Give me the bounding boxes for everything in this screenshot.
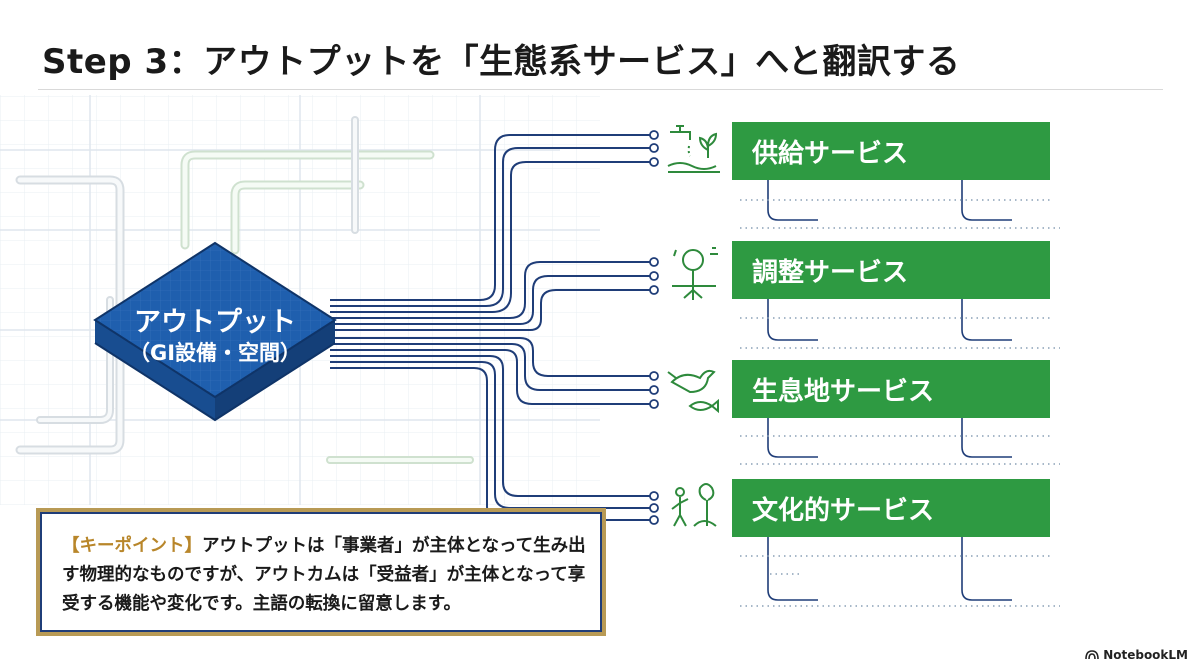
service-label: 生息地サービス bbox=[752, 376, 935, 407]
output-block bbox=[93, 241, 337, 422]
connector-lines bbox=[330, 134, 650, 521]
output-block-title: アウトプット bbox=[134, 307, 296, 338]
faucet-plant-icon bbox=[667, 125, 720, 173]
service-label: 調整サービス bbox=[752, 257, 909, 288]
title-divider bbox=[38, 89, 1163, 90]
service-label: 供給サービス bbox=[752, 138, 909, 169]
notebooklm-branding: NotebookLM bbox=[1085, 648, 1188, 662]
notebooklm-logo-icon bbox=[1085, 650, 1099, 660]
service-label: 文化的サービス bbox=[752, 495, 935, 526]
key-point-heading: 【キーポイント】 bbox=[62, 536, 202, 556]
service-box-cultural: 文化的サービス bbox=[732, 479, 1050, 537]
tree-rain-icon bbox=[672, 247, 718, 300]
key-point-callout: 【キーポイント】アウトプットは「事業者」が主体となって生み出す物理的なものですが… bbox=[62, 532, 590, 619]
person-tree-icon bbox=[671, 483, 717, 527]
connector-nodes bbox=[649, 130, 659, 525]
service-sub-branches bbox=[767, 180, 1012, 601]
key-point-frame bbox=[36, 508, 606, 636]
output-block-subtitle: （GI設備・空間） bbox=[128, 341, 302, 365]
key-point-body: アウトプットは「事業者」が主体となって生み出す物理的なものですが、アウトカムは「… bbox=[62, 536, 586, 614]
service-dotted-guides bbox=[740, 199, 1060, 607]
service-box-regulating: 調整サービス bbox=[732, 241, 1050, 299]
bird-fish-icon bbox=[667, 369, 719, 414]
slide-title: Step 3：アウトプットを「生態系サービス」へと翻訳する bbox=[42, 42, 961, 82]
service-box-habitat: 生息地サービス bbox=[732, 360, 1050, 418]
brand-label: NotebookLM bbox=[1103, 648, 1188, 662]
service-box-provisioning: 供給サービス bbox=[732, 122, 1050, 180]
